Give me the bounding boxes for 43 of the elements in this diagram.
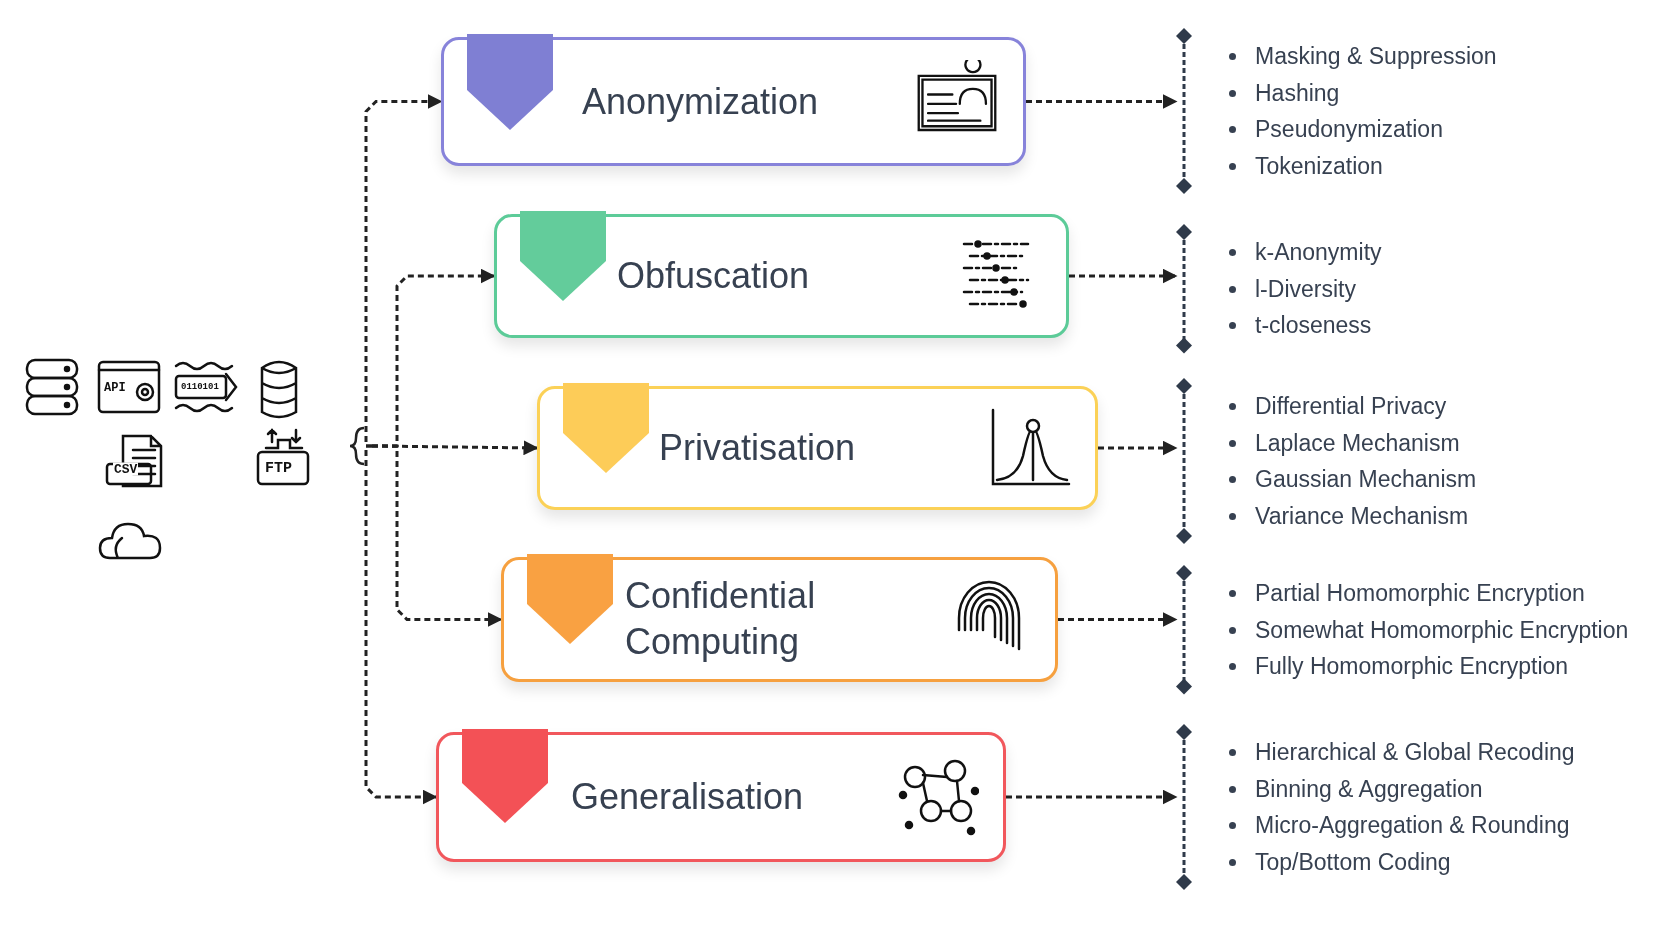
- list-item: Hashing: [1229, 74, 1497, 111]
- list-item: Top/Bottom Coding: [1229, 843, 1575, 880]
- list-item: Pseudonymization: [1229, 111, 1497, 148]
- list-item: l-Diversity: [1229, 270, 1382, 307]
- list-item: Tokenization: [1229, 147, 1497, 184]
- bookmark-ribbon: [563, 383, 649, 473]
- list-item: Masking & Suppression: [1229, 38, 1497, 75]
- technique-box: [494, 214, 1069, 338]
- bookmark-ribbon: [520, 211, 606, 301]
- box-title: Anonymization: [582, 79, 820, 124]
- bookmark-ribbon: [462, 729, 548, 823]
- list-item: Differential Privacy: [1229, 388, 1477, 425]
- dashed-arrow: [1006, 789, 1178, 805]
- box-title: Obfuscation: [617, 253, 811, 298]
- technique-box: [436, 732, 1006, 862]
- icon-label: API: [103, 382, 127, 394]
- icon-label: 0110101: [180, 382, 220, 392]
- list-item: Micro-Aggregation & Rounding: [1229, 807, 1575, 844]
- dashed-arrow: [372, 444, 503, 627]
- dashed-arrow: [1058, 612, 1178, 627]
- box-title: Privatisation: [659, 425, 857, 470]
- dashed-arrow: [1069, 268, 1178, 284]
- list-item: Laplace Mechanism: [1229, 424, 1477, 461]
- technique-box: [537, 386, 1098, 510]
- list-item: Binning & Aggregation: [1229, 770, 1575, 807]
- bookmark-ribbon: [467, 34, 553, 130]
- list-item: t-closeness: [1229, 307, 1382, 344]
- box-title: Generalisation: [571, 774, 805, 819]
- technique-box: [501, 557, 1058, 682]
- dashed-arrow: [1098, 440, 1178, 456]
- technique-box: [441, 37, 1026, 166]
- list-item: Somewhat Homomorphic Encryption: [1229, 611, 1629, 648]
- list-item: k-Anonymity: [1229, 234, 1382, 271]
- dashed-arrow: [1026, 94, 1178, 109]
- list-item: Gaussian Mechanism: [1229, 461, 1477, 498]
- list-item: Variance Mechanism: [1229, 497, 1477, 534]
- list-item: Fully Homomorphic Encryption: [1229, 648, 1629, 685]
- dashed-arrow: [364, 444, 438, 805]
- box-title: Confidential Computing: [625, 573, 817, 665]
- list-item: Partial Homomorphic Encryption: [1229, 575, 1629, 612]
- icon-label: CSV: [113, 462, 139, 476]
- bookmark-ribbon: [527, 554, 613, 644]
- list-item: Hierarchical & Global Recoding: [1229, 734, 1575, 771]
